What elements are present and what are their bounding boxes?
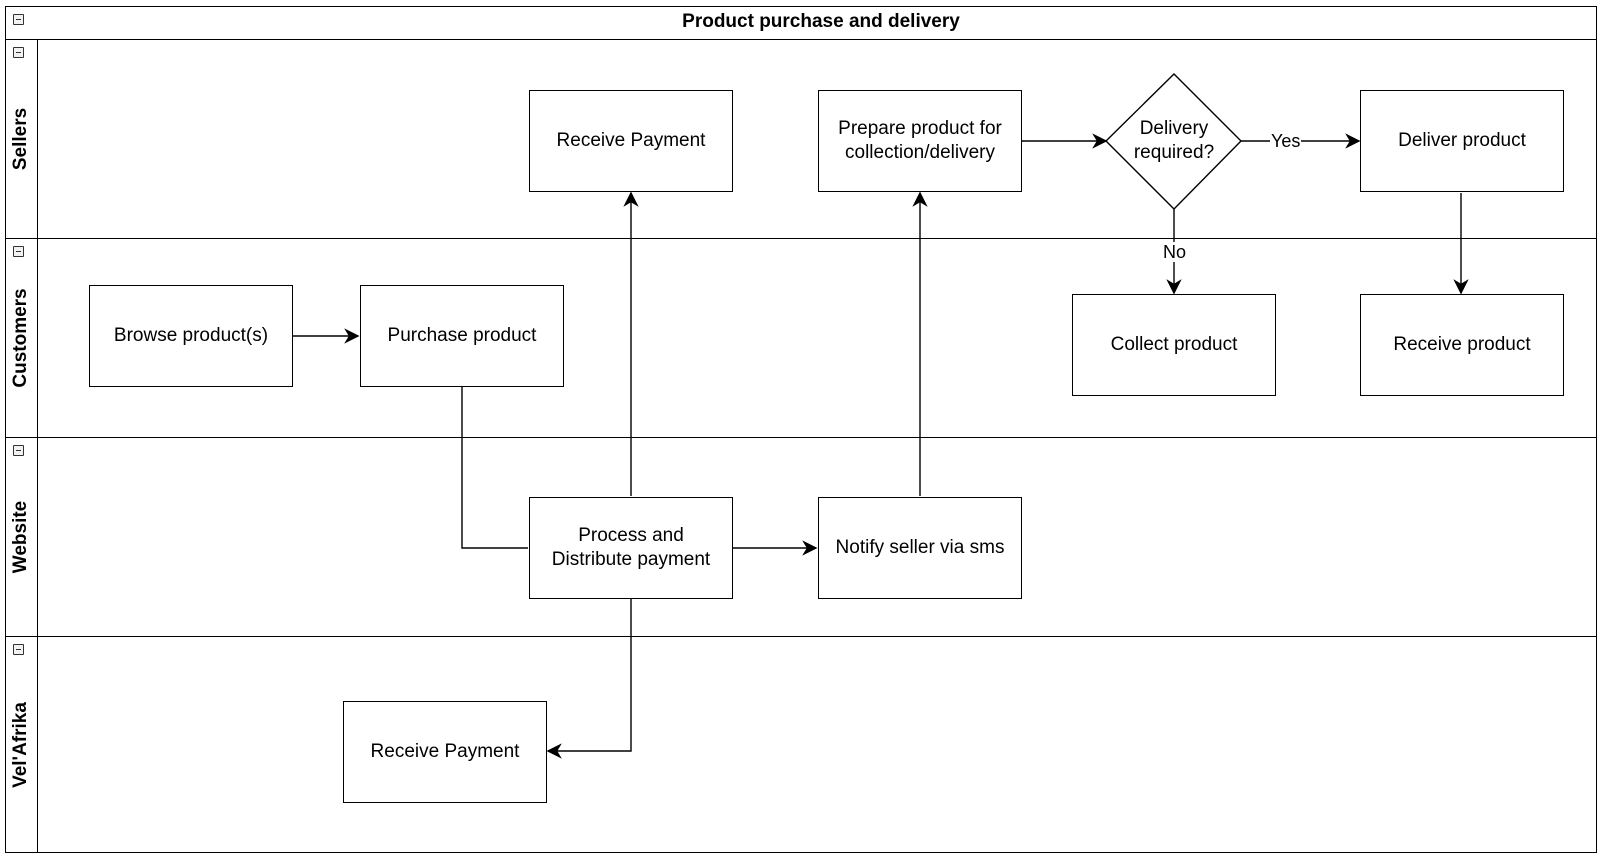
pool-header: Product purchase and delivery (5, 6, 1597, 40)
browse-products-box[interactable]: Browse product(s) (89, 285, 293, 387)
purchase-product-box[interactable]: Purchase product (360, 285, 564, 387)
edge-label-no: No (1162, 242, 1188, 262)
lane-sellers: Sellers (5, 40, 1597, 239)
collapse-icon[interactable] (13, 14, 24, 25)
lane-header-sellers: Sellers (5, 40, 38, 238)
prepare-product-box[interactable]: Prepare product for collection/delivery (818, 90, 1022, 192)
edge-label-yes: Yes (1270, 131, 1302, 151)
edge-purchase-to-process (461, 387, 528, 549)
deliver-product-box[interactable]: Deliver product (1360, 90, 1564, 192)
lane-header-velafrika: Vel'Afrika (5, 637, 38, 852)
lane-velafrika: Vel'Afrika (5, 637, 1597, 852)
collapse-icon[interactable] (13, 644, 24, 655)
velafrika-receive-payment-box[interactable]: Receive Payment (343, 701, 547, 803)
collapse-icon[interactable] (13, 445, 24, 456)
notify-seller-box[interactable]: Notify seller via sms (818, 497, 1022, 599)
edge-process-to-velafrika-payment (546, 599, 632, 759)
lane-website: Website (5, 438, 1597, 637)
receive-product-box[interactable]: Receive product (1360, 294, 1564, 396)
decision-diamond (1105, 73, 1242, 210)
pool (5, 6, 1597, 853)
lane-header-customers: Customers (5, 239, 38, 437)
collect-product-box[interactable]: Collect product (1072, 294, 1276, 396)
pool-title: Product purchase and delivery (682, 11, 960, 32)
lane-customers: Customers (5, 239, 1597, 438)
lane-header-website: Website (5, 438, 38, 636)
process-payment-box[interactable]: Process and Distribute payment (529, 497, 733, 599)
collapse-icon[interactable] (13, 246, 24, 257)
delivery-decision-label[interactable]: Delivery required? (1133, 118, 1215, 163)
collapse-icon[interactable] (13, 47, 24, 58)
seller-receive-payment-box[interactable]: Receive Payment (529, 90, 733, 192)
